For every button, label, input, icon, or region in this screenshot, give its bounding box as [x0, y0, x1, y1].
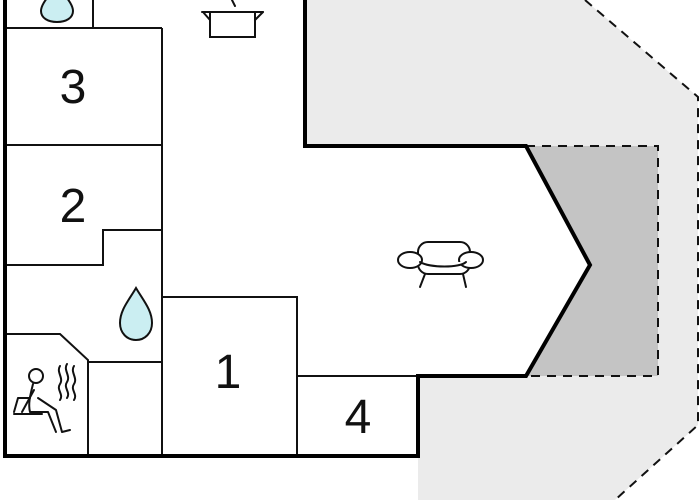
room-label-3: 3: [60, 61, 87, 114]
terrace-boundary: [526, 0, 699, 500]
exterior-walls: [3, 0, 593, 458]
room-label-4: 4: [345, 391, 372, 444]
room-label-2: 2: [60, 180, 87, 233]
water-drop-icon: [118, 286, 154, 342]
armchair-icon: [397, 241, 484, 288]
water-drop-icon: [39, 0, 75, 24]
interior-walls: [5, 0, 418, 456]
room-label-1: 1: [215, 346, 242, 399]
sauna-icon: [13, 363, 77, 433]
cooking-pot-icon: [201, 0, 264, 38]
